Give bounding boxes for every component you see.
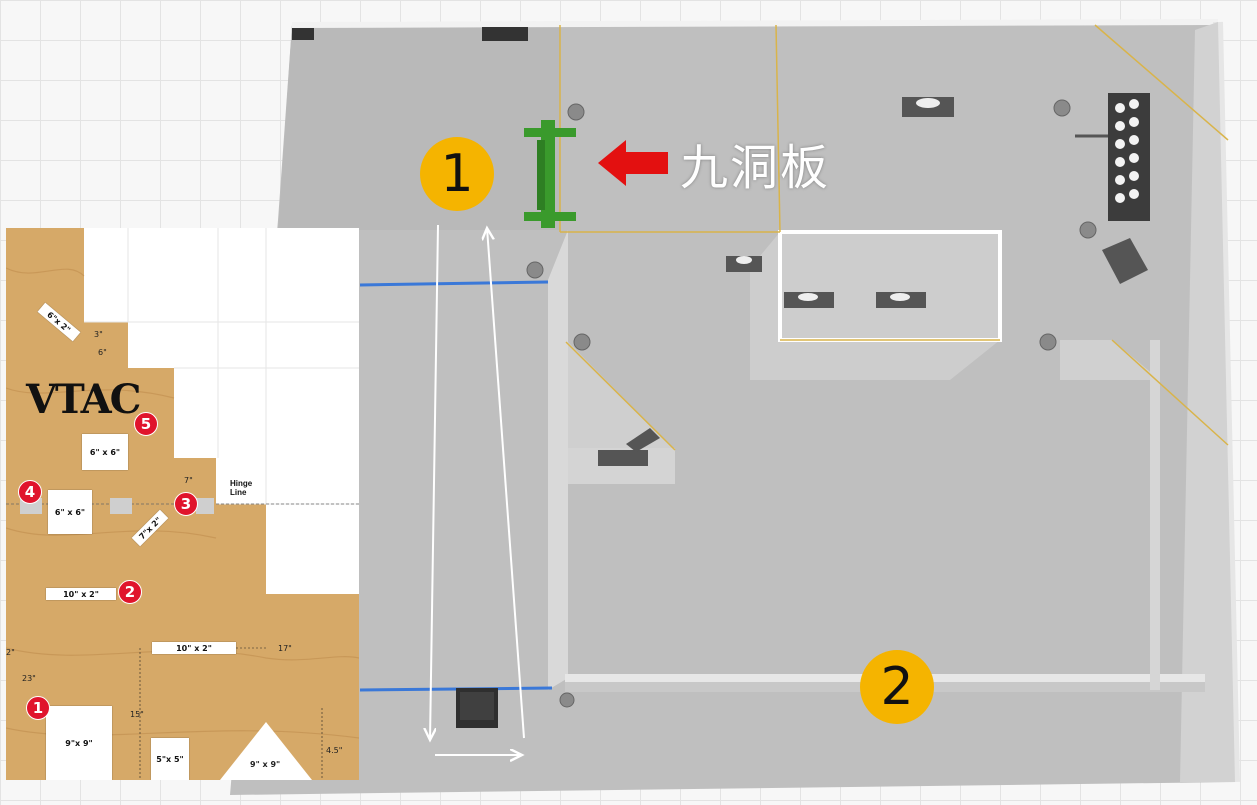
port-4-6x6: 6" x 6" <box>48 490 92 534</box>
movement-arrow-up <box>487 228 525 739</box>
room-wall-center <box>750 232 1000 380</box>
port-number-4: 4 <box>18 480 42 504</box>
interior-wall-vertical <box>548 230 568 690</box>
room-right <box>1060 340 1160 380</box>
port-number-3: 3 <box>174 492 198 516</box>
position-marker-2: 2 <box>860 650 934 724</box>
wall-fixture <box>482 27 528 41</box>
right-wall-face <box>1180 22 1235 782</box>
port-9x9-triangle <box>220 722 312 780</box>
wall-fixture <box>292 28 314 40</box>
vtac-logo: VTAC <box>26 376 141 423</box>
port-5x5: 5"x 5" <box>151 738 189 780</box>
callout: 九洞板 <box>598 131 831 196</box>
barricade-inset: VTAC Hinge Line 6"x 2" 6" x 6" 6" x 6" 7… <box>6 228 359 780</box>
dim-23: 23" <box>22 674 36 683</box>
dim-2: 2" <box>6 648 15 657</box>
port-number-1: 1 <box>26 696 50 720</box>
chair-seat <box>460 692 494 720</box>
nine-hole-board-far <box>1108 93 1150 221</box>
dim-7: 7" <box>184 476 193 485</box>
callout-label: 九洞板 <box>680 140 831 196</box>
nine-hole-board-far-holes <box>1115 99 1139 203</box>
red-arrow-icon <box>598 140 668 186</box>
movement-arrow-down <box>430 224 439 740</box>
port-1-9x9: 9"x 9" <box>46 706 112 780</box>
dim-17: 17" <box>278 644 292 653</box>
hinge-line-label: Hinge Line <box>228 478 255 498</box>
outer-wall-top <box>291 19 1219 28</box>
boundary-line-upper <box>359 280 549 287</box>
dim-4-5: 4.5" <box>326 746 343 755</box>
zone-lines <box>559 24 1229 451</box>
port-2-10x2: 10" x 2" <box>46 588 116 600</box>
floor-shade <box>278 25 560 230</box>
port-9x9-triangle-label: 9" x 9" <box>250 760 281 769</box>
dim-15: 15" <box>130 710 144 719</box>
port-number-2: 2 <box>118 580 142 604</box>
port-number-5: 5 <box>134 412 158 436</box>
port-10x2: 10" x 2" <box>152 642 236 654</box>
right-post <box>1150 340 1160 690</box>
target-faces <box>736 98 940 301</box>
port-5-6x6: 6" x 6" <box>82 434 128 470</box>
steel-poppers <box>526 99 1097 708</box>
dim-6: 6" <box>98 348 107 357</box>
green-target-stand <box>524 120 576 228</box>
dim-3: 3" <box>94 330 103 339</box>
position-marker-1: 1 <box>420 137 494 211</box>
